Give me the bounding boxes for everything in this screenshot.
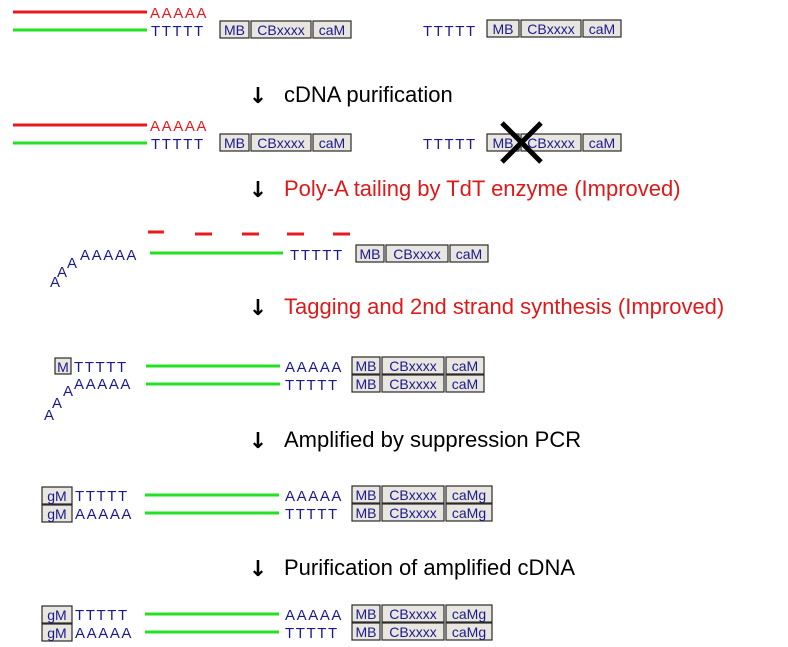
mb-box: MB	[356, 505, 377, 521]
gm-box: gM	[47, 607, 66, 623]
tail-a: A	[67, 255, 79, 272]
tail-a: A	[44, 407, 56, 424]
cam-box: caM	[456, 246, 482, 262]
primer-boxes: MB CBxxxx caM	[219, 133, 352, 152]
polyA-label: AAAAA	[150, 5, 208, 22]
polyA-label: AAAAA	[285, 607, 343, 624]
gm-box: gM	[47, 488, 66, 504]
polyT-label: TTTTT	[285, 506, 339, 523]
down-arrow-icon: ↓	[249, 557, 267, 582]
mb-box: MB	[493, 135, 514, 151]
cbxxxx-box: CBxxxx	[389, 505, 436, 521]
cbxxxx-box: CBxxxx	[389, 376, 436, 392]
primer-boxes-bottom: MB CBxxxx caM	[351, 374, 485, 393]
polyT-label: TTTTT	[151, 23, 205, 40]
free-primer-polyT: TTTTT	[423, 23, 477, 40]
tail-a: A	[52, 395, 64, 412]
step-label: Poly-A tailing by TdT enzyme (Improved)	[284, 176, 681, 201]
step-label: Tagging and 2nd strand synthesis (Improv…	[284, 294, 724, 319]
mb-box: MB	[360, 246, 381, 262]
mb-box: MB	[356, 487, 377, 503]
camg-box: caMg	[452, 487, 486, 503]
cbxxxx-box: CBxxxx	[389, 487, 436, 503]
camg-box: caMg	[452, 624, 486, 640]
polyT-label: TTTTT	[285, 377, 339, 394]
m-box: M	[57, 359, 69, 375]
cbxxxx-box: CBxxxx	[257, 135, 304, 151]
down-arrow-icon: ↓	[249, 178, 267, 203]
step-label: cDNA purification	[284, 82, 453, 107]
polyT-label: TTTTT	[290, 247, 344, 264]
removed-primer-boxes: MB CBxxxx caM	[486, 133, 622, 152]
polyA-label: AAAAA	[285, 359, 343, 376]
cam-box: caM	[589, 21, 615, 37]
step-label: Amplified by suppression PCR	[284, 427, 581, 452]
tail-a: A	[63, 383, 75, 400]
stage-3: A A A AAAAA TTTTT MB CBxxxx caM	[50, 230, 489, 291]
down-arrow-icon: ↓	[249, 429, 267, 454]
polyA-label: AAAAA	[285, 488, 343, 505]
polyA-label: AAAAA	[75, 625, 133, 642]
tail-a: A	[57, 264, 69, 281]
mb-box: MB	[356, 606, 377, 622]
down-arrow-icon: ↓	[249, 84, 267, 109]
cam-box: caM	[319, 22, 345, 38]
free-primer-boxes: MB CBxxxx caM	[486, 19, 622, 38]
cross-mark-icon	[500, 121, 543, 164]
mb-box: MB	[224, 135, 245, 151]
down-arrow-icon: ↓	[249, 296, 267, 321]
polyT-label: TTTTT	[75, 488, 129, 505]
camg-box: caMg	[452, 606, 486, 622]
polyA-tail-label: AAAAA	[80, 247, 138, 264]
mb-box: MB	[493, 21, 514, 37]
step-2: ↓ Poly-A tailing by TdT enzyme (Improved…	[249, 176, 681, 203]
mb-box: MB	[356, 624, 377, 640]
polyT-label: TTTTT	[285, 625, 339, 642]
gm-box: gM	[47, 506, 66, 522]
polyT-label: TTTTT	[75, 607, 129, 624]
cam-box: caM	[452, 376, 478, 392]
cbxxxx-box: CBxxxx	[257, 22, 304, 38]
cam-box: caM	[589, 135, 615, 151]
step-label: Purification of amplified cDNA	[284, 555, 575, 580]
mrna-fragments	[148, 230, 350, 236]
stage-2: AAAAA TTTTT MB CBxxxx caM TTTTT MB CBxxx…	[13, 118, 622, 164]
cbxxxx-box: CBxxxx	[527, 21, 574, 37]
polyA-label: AAAAA	[75, 506, 133, 523]
cbxxxx-box: CBxxxx	[389, 606, 436, 622]
primer-boxes-top: MB CBxxxx caM	[351, 356, 485, 375]
gm-box: gM	[47, 625, 66, 641]
mb-box: MB	[356, 358, 377, 374]
polyT-label: TTTTT	[151, 136, 205, 153]
polyA-label: AAAAA	[150, 118, 208, 135]
cbxxxx-box: CBxxxx	[389, 358, 436, 374]
mb-box: MB	[224, 22, 245, 38]
step-1: ↓ cDNA purification	[249, 82, 453, 109]
step-3: ↓ Tagging and 2nd strand synthesis (Impr…	[249, 294, 724, 321]
stage-6: gM TTTTT AAAAA MB CBxxxx caMg gM AAAAA T…	[41, 604, 493, 642]
removed-primer-polyT: TTTTT	[423, 136, 477, 153]
polyT-label: TTTTT	[74, 359, 128, 376]
stage-4: M TTTTT AAAAA MB CBxxxx caM A A A AAAAA …	[44, 356, 485, 424]
camg-box: caMg	[452, 505, 486, 521]
cam-box: caM	[319, 135, 345, 151]
cbxxxx-box: CBxxxx	[527, 135, 574, 151]
primer-boxes: MB CBxxxx caM	[219, 20, 352, 39]
cbxxxx-box: CBxxxx	[393, 246, 440, 262]
primer-boxes: MB CBxxxx caM	[355, 244, 489, 263]
step-4: ↓ Amplified by suppression PCR	[249, 427, 581, 454]
stage-5: gM TTTTT AAAAA MB CBxxxx caMg gM AAAAA T…	[41, 485, 493, 523]
cbxxxx-box: CBxxxx	[389, 624, 436, 640]
polyA-tail-label: AAAAA	[74, 376, 132, 393]
cam-box: caM	[452, 358, 478, 374]
stage-1: AAAAA TTTTT MB CBxxxx caM TTTTT MB CBxxx…	[13, 5, 622, 40]
step-5: ↓ Purification of amplified cDNA	[249, 555, 576, 582]
mb-box: MB	[356, 376, 377, 392]
tail-a: A	[50, 274, 62, 291]
